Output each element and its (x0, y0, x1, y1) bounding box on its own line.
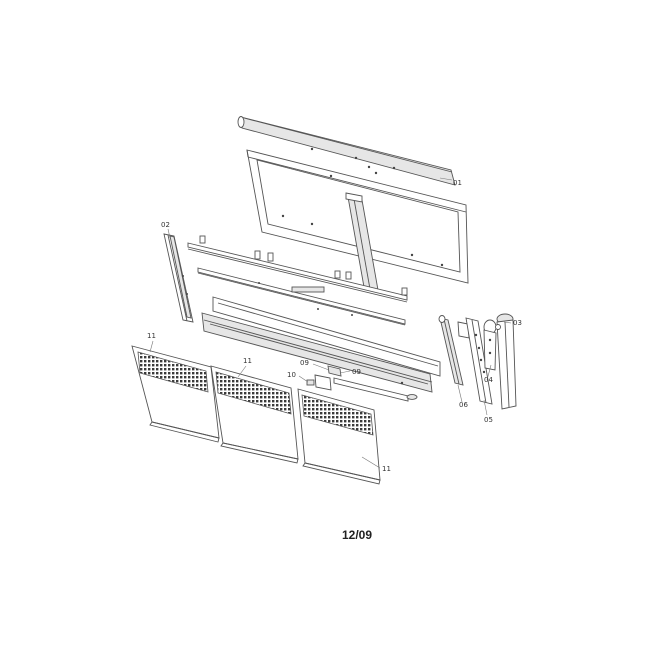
switch-module-05 (465, 317, 493, 405)
callout-02: 02 (161, 221, 170, 229)
upper-mounting-rail (187, 235, 408, 303)
callout-10: 10 (287, 371, 296, 379)
control-knob-04 (483, 319, 497, 371)
date-code: 12/09 (342, 528, 373, 542)
side-end-cover-03 (495, 313, 517, 410)
thermostat-bracket (314, 365, 418, 402)
callout-04: 04 (484, 376, 493, 384)
callout-09-left: 09 (300, 359, 309, 367)
control-housing-06 (438, 315, 470, 386)
frame-screw-holes (281, 147, 444, 267)
callout-11-left: 11 (147, 332, 156, 340)
callout-01: 01 (453, 179, 462, 187)
top-cover-rail (237, 116, 456, 186)
front-grille-panel-middle (210, 365, 299, 464)
callout-11-right: 11 (382, 465, 391, 473)
callout-09-right: 09 (352, 368, 361, 376)
front-grille-panel-right (297, 388, 381, 485)
lower-mounting-rail (197, 267, 406, 326)
heating-element-channel (201, 296, 441, 393)
callout-11-middle: 11 (243, 357, 252, 365)
callout-06: 06 (459, 401, 468, 409)
callout-05: 05 (484, 416, 493, 424)
callout-03: 03 (513, 319, 522, 327)
callout-leaders (149, 177, 512, 469)
left-side-bracket (163, 233, 194, 323)
connector-10 (306, 379, 315, 386)
front-grille-panel-left (131, 345, 220, 443)
